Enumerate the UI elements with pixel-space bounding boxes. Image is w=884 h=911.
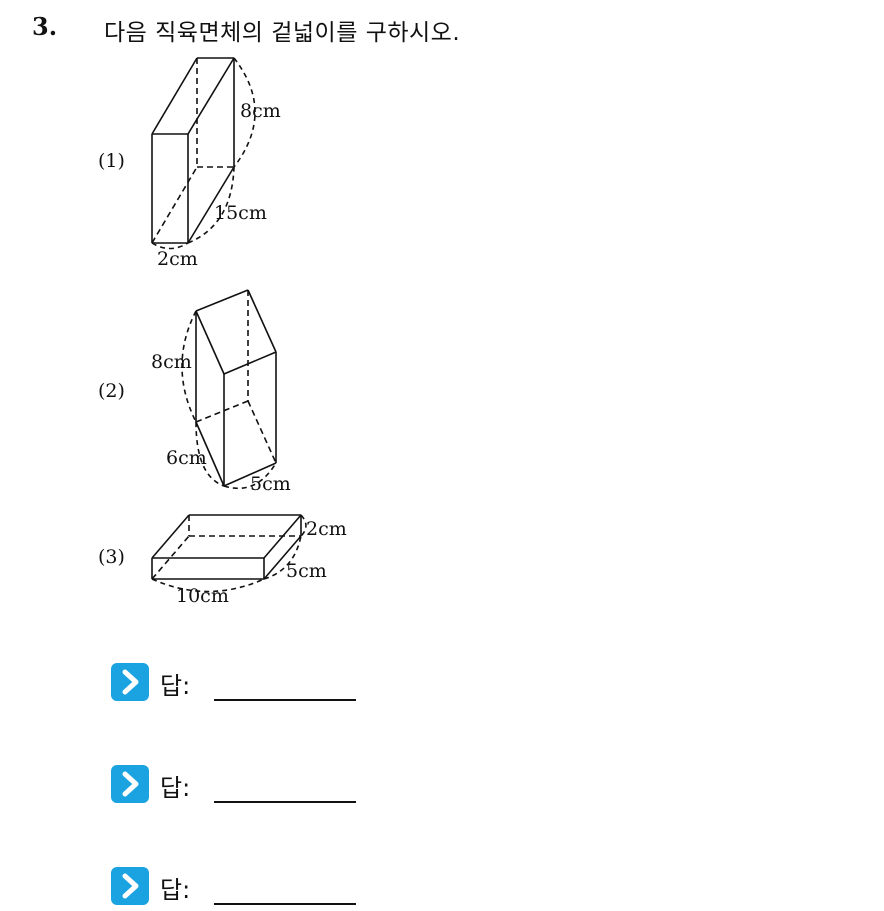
fig3-depth-label: 5cm xyxy=(286,560,327,582)
fig3-height-label: 2cm xyxy=(306,518,347,540)
answer-row-1: 답: xyxy=(110,662,370,702)
answer-label: 답: xyxy=(160,876,191,904)
fig3-width-label: 10cm xyxy=(176,585,229,607)
answer-blank-2[interactable] xyxy=(214,801,356,803)
problem-2-label: (2) xyxy=(98,380,125,402)
fig1-width-label: 2cm xyxy=(157,248,198,270)
question-number: 3. xyxy=(32,12,58,41)
problem-1-label: (1) xyxy=(98,150,125,172)
answer-blank-1[interactable] xyxy=(214,699,356,701)
answer-label: 답: xyxy=(160,774,191,802)
problem-3-label: (3) xyxy=(98,546,125,568)
fig1-height-label: 8cm xyxy=(240,100,281,122)
fig1-depth-label: 15cm xyxy=(214,202,267,224)
answer-label: 답: xyxy=(160,672,191,700)
fig2-width-label: 5cm xyxy=(250,473,291,495)
answer-row-3: 답: xyxy=(110,866,370,906)
chevron-right-icon xyxy=(111,765,149,803)
question-text: 다음 직육면체의 겉넓이를 구하시오. xyxy=(104,20,461,46)
fig2-depth-label: 6cm xyxy=(166,447,207,469)
answer-blank-3[interactable] xyxy=(214,903,356,905)
answer-row-2: 답: xyxy=(110,764,370,804)
chevron-right-icon xyxy=(111,867,149,905)
fig2-height-label: 8cm xyxy=(151,351,192,373)
chevron-right-icon xyxy=(111,663,149,701)
